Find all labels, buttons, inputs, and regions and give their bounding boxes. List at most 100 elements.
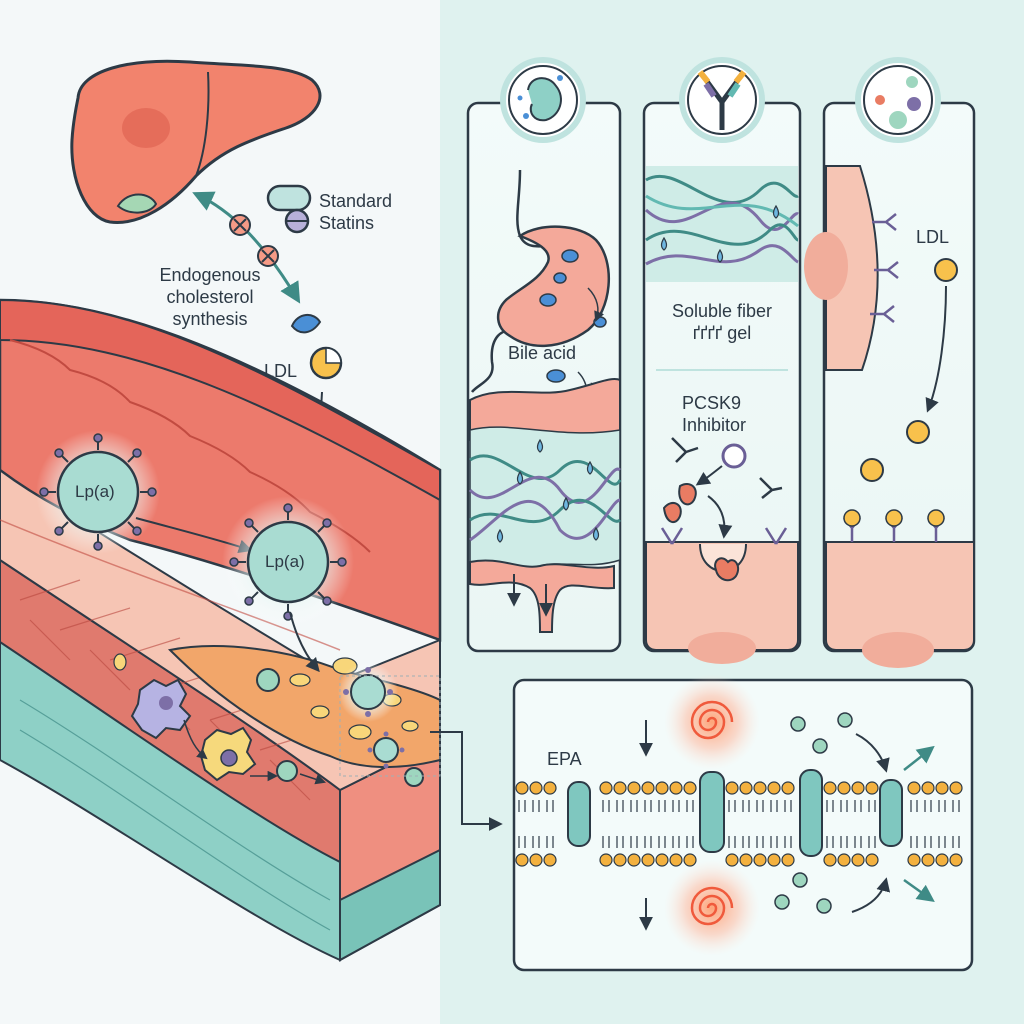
- lipid-head: [725, 853, 739, 867]
- lpa-particle-1: [36, 430, 160, 554]
- ldl-particle-right: [860, 258, 958, 482]
- lipid-tail: [770, 836, 778, 848]
- lipid-tail: [532, 836, 540, 848]
- lipid-tail: [826, 836, 834, 848]
- pcsk9-protein: [721, 443, 747, 469]
- lipid-tail: [728, 836, 736, 848]
- ldl-label-right: LDL: [916, 227, 950, 247]
- lipid-head: [935, 781, 949, 795]
- lipid-tail: [742, 836, 750, 848]
- lipid-head: [739, 853, 753, 867]
- panel-ldl-receptor: [804, 57, 976, 668]
- lipid-tail: [616, 800, 624, 812]
- pcsk9-antibody: [671, 437, 783, 499]
- lipid-head: [641, 853, 655, 867]
- lipid-tail: [840, 836, 848, 848]
- lipid-head: [851, 853, 865, 867]
- lipid-tail: [546, 800, 554, 812]
- synthesis-arrow: [192, 191, 301, 304]
- oxidation-spiral-icon: [690, 700, 734, 926]
- lipid-head: [529, 853, 543, 867]
- lipid-tail: [784, 800, 792, 812]
- lipid-head: [683, 781, 697, 795]
- lipid-tail: [784, 836, 792, 848]
- particle-green: [256, 668, 280, 692]
- lipid-head: [935, 853, 949, 867]
- lipid-head: [683, 853, 697, 867]
- lipid-head: [907, 853, 921, 867]
- lipid-head: [753, 853, 767, 867]
- lipid-tail: [952, 836, 960, 848]
- lipid-tail: [644, 800, 652, 812]
- lipid-tail: [658, 836, 666, 848]
- lipid-tail: [840, 800, 848, 812]
- lipid-tail: [616, 836, 624, 848]
- lipid-tail: [686, 800, 694, 812]
- lipid-tail: [672, 800, 680, 812]
- lipid-head: [543, 853, 557, 867]
- lipid-head: [823, 781, 837, 795]
- lipid-tail: [854, 800, 862, 812]
- lipid-tail: [826, 800, 834, 812]
- lipid-tail: [602, 800, 610, 812]
- lipid-head: [823, 853, 837, 867]
- lipid-head: [599, 853, 613, 867]
- lipid-head: [767, 781, 781, 795]
- lipid-tail: [756, 836, 764, 848]
- lipid-head: [921, 781, 935, 795]
- lipid-tail: [910, 836, 918, 848]
- lipid-tail: [924, 800, 932, 812]
- lpa-particle-2: [222, 496, 354, 628]
- ldl-particle-left: [309, 346, 343, 380]
- lipid-head: [739, 781, 753, 795]
- lipid-tail: [630, 800, 638, 812]
- standard-statins-label: Standard Statins: [319, 191, 393, 233]
- lipid-tail: [658, 800, 666, 812]
- zoom-connector-arrow: [430, 731, 503, 831]
- lipid-head: [641, 781, 655, 795]
- lipid-tail: [952, 800, 960, 812]
- lipid-tail: [686, 836, 694, 848]
- lipid-head: [865, 781, 879, 795]
- epa-label: EPA: [547, 749, 582, 769]
- lipid-head: [767, 853, 781, 867]
- ldl-label-left: LDL: [264, 361, 298, 381]
- lipid-head: [851, 781, 865, 795]
- lipid-head: [949, 781, 963, 795]
- lipid-head: [655, 853, 669, 867]
- lipid-head: [907, 781, 921, 795]
- lipid-head: [837, 781, 851, 795]
- lipid-head: [543, 781, 557, 795]
- lipid-tail: [630, 836, 638, 848]
- lipid-head: [613, 781, 627, 795]
- foam-cell: [199, 726, 257, 782]
- panel-bile-acid: [466, 57, 622, 653]
- pcsk9-inhibitor-label: PCSK9 Inhibitor: [682, 393, 747, 435]
- lipid-tail: [770, 800, 778, 812]
- lipid-tail: [728, 800, 736, 812]
- particle-green: [276, 760, 298, 782]
- lipid-tail: [938, 800, 946, 812]
- lpa-label-2: Lp(a): [265, 552, 305, 571]
- lipid-head: [725, 781, 739, 795]
- lipid-tail: [868, 800, 876, 812]
- lipid-head: [613, 853, 627, 867]
- lipid-head: [781, 781, 795, 795]
- panel-fiber-pcsk9: [642, 57, 802, 664]
- lipid-head: [529, 781, 543, 795]
- lipid-tail: [644, 836, 652, 848]
- lipid-tail: [924, 836, 932, 848]
- lipid-tail: [854, 836, 862, 848]
- zoom-box: [339, 675, 441, 777]
- lipid-tail: [756, 800, 764, 812]
- lipid-head: [781, 853, 795, 867]
- lipid-tail: [672, 836, 680, 848]
- lipid-head: [627, 781, 641, 795]
- particle-green: [404, 767, 424, 787]
- lipid-tail: [532, 800, 540, 812]
- bile-acid-label: Bile acid: [508, 343, 577, 363]
- liver: [70, 59, 322, 224]
- lipid-head: [669, 781, 683, 795]
- lpa-in-plaque: [338, 662, 405, 769]
